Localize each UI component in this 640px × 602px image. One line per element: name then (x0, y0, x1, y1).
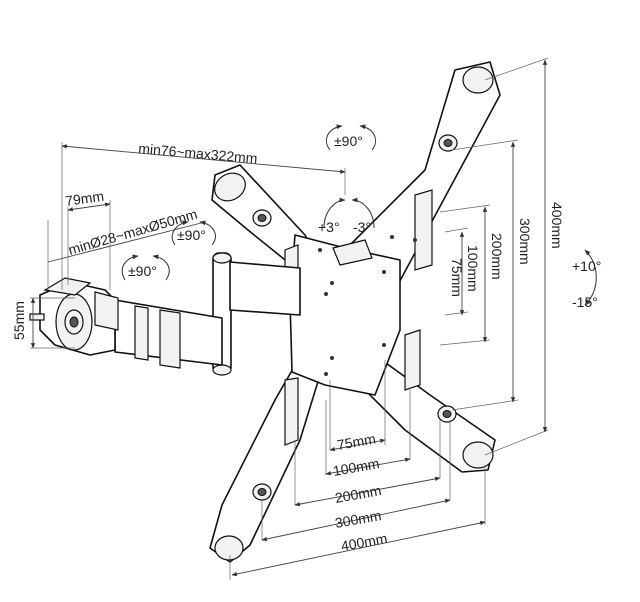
rotate-minus-label: -3° (353, 219, 371, 235)
horizontal-100-label: 100mm (332, 455, 381, 479)
horizontal-300-label: 300mm (334, 507, 383, 531)
vertical-400-label: 400mm (549, 202, 565, 249)
swivel-mid-label: ±90° (177, 227, 206, 243)
vertical-100-label: 100mm (465, 245, 481, 292)
vertical-200-label: 200mm (489, 233, 505, 280)
swivel-clamp-label: ±90° (128, 263, 157, 279)
horizontal-200-label: 200mm (334, 482, 383, 506)
tilt-up-label: +10° (572, 258, 601, 274)
rotate-plus-label: +3° (318, 219, 340, 235)
arm-length-label: min76~max322mm (138, 140, 258, 166)
rotation-arrows (121, 124, 597, 306)
clamp-height-label: 55mm (11, 301, 27, 340)
horizontal-400-label: 400mm (340, 530, 389, 554)
pole-clamp (29, 277, 119, 356)
tilt-down-label: -15° (572, 294, 598, 310)
vertical-300-label: 300mm (517, 218, 533, 265)
dimension-lines (30, 57, 549, 580)
horizontal-75-label: 75mm (336, 430, 377, 453)
swing-arm (114, 252, 301, 376)
swivel-top-label: ±90° (334, 133, 363, 149)
clamp-offset-label: 79mm (64, 188, 105, 209)
vertical-75-label: 75mm (449, 258, 465, 297)
vesa-plate (209, 61, 501, 563)
